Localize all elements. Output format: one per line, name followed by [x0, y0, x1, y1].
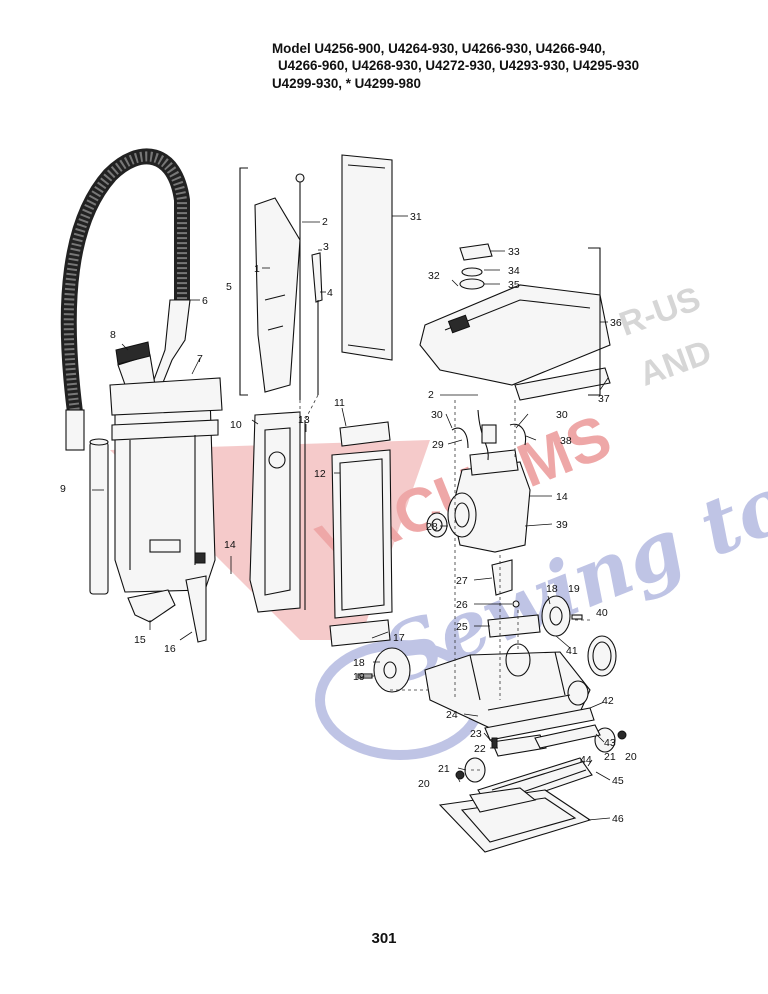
callout-2-upper: 2 — [322, 216, 328, 228]
callout-10: 10 — [230, 419, 242, 431]
callout-29: 29 — [432, 439, 444, 451]
motor-bracket-part — [487, 559, 541, 638]
callout-labels: 1 2 2 3 4 5 6 7 8 9 10 11 12 13 14 14 15… — [60, 211, 637, 825]
hood-part — [419, 243, 611, 401]
callout-23: 23 — [470, 728, 482, 740]
callout-5: 5 — [226, 281, 232, 293]
model-line-1: Model U4256-900, U4264-930, U4266-930, U… — [272, 41, 606, 56]
callout-41: 41 — [566, 645, 578, 657]
callout-8: 8 — [110, 329, 116, 341]
callout-40: 40 — [596, 607, 608, 619]
paper-bag-part — [341, 154, 393, 361]
rear-wheel-right-part — [541, 595, 583, 637]
watermark-suffix-2: AND — [634, 333, 716, 394]
watermark-suffix-1: R-US — [614, 280, 705, 344]
model-header: Model U4256-900, U4264-930, U4266-930, U… — [272, 40, 752, 92]
hose-part — [60, 148, 191, 451]
tire-part — [587, 635, 617, 677]
callout-9: 9 — [60, 483, 66, 495]
rear-cover-part — [109, 377, 223, 593]
callout-31: 31 — [410, 211, 422, 223]
callout-22: 22 — [474, 743, 486, 755]
callout-45: 45 — [612, 775, 624, 787]
assembly-guide-lines — [299, 394, 590, 771]
callout-21-right: 21 — [604, 751, 616, 763]
callout-16: 16 — [164, 643, 176, 655]
handle-assembly-part — [239, 167, 323, 400]
callout-3: 3 — [323, 241, 329, 253]
callout-30-left: 30 — [431, 409, 443, 421]
callout-42: 42 — [602, 695, 614, 707]
callout-36: 36 — [610, 317, 622, 329]
callout-7: 7 — [197, 353, 203, 365]
callout-11: 11 — [334, 397, 345, 409]
callout-38: 38 — [560, 435, 572, 447]
callout-35: 35 — [508, 279, 520, 291]
callout-20-right: 20 — [625, 751, 637, 763]
callout-34: 34 — [508, 265, 520, 277]
callout-46: 46 — [612, 813, 624, 825]
model-line-2: U4266-960, U4268-930, U4272-930, U4293-9… — [278, 58, 640, 74]
callout-39: 39 — [556, 519, 568, 531]
callout-43: 43 — [604, 737, 616, 749]
callout-18-right: 18 — [546, 583, 558, 595]
callout-19-left: 19 — [353, 671, 365, 683]
bag-housing-part — [249, 411, 306, 613]
crevice-tool-part — [185, 575, 207, 643]
page-number: 301 — [371, 930, 397, 947]
callout-2-lower: 2 — [428, 389, 434, 401]
callout-19-right: 19 — [568, 583, 580, 595]
callout-37: 37 — [598, 393, 610, 405]
callout-14-left: 14 — [224, 539, 236, 551]
callout-30-right: 30 — [556, 409, 568, 421]
callout-4: 4 — [327, 287, 333, 299]
extension-wand-part — [89, 438, 109, 595]
callout-28: 28 — [426, 521, 438, 533]
bottom-plate-part — [438, 787, 592, 853]
callout-25: 25 — [456, 621, 468, 633]
model-line-3: U4299-930, * U4299-980 — [272, 75, 421, 91]
callout-26: 26 — [456, 599, 468, 611]
leader-lines — [92, 215, 611, 821]
upholstery-tool-part — [127, 589, 176, 623]
callout-1: 1 — [254, 263, 260, 275]
callout-24: 24 — [446, 709, 458, 721]
callout-18-left: 18 — [353, 657, 365, 669]
callout-27: 27 — [456, 575, 468, 587]
callout-32: 32 — [428, 270, 440, 282]
callout-44: 44 — [580, 754, 592, 766]
callout-6: 6 — [202, 295, 208, 307]
callout-14-right: 14 — [556, 491, 568, 503]
hose-end-cuff — [65, 409, 85, 451]
callout-13: 13 — [298, 414, 310, 426]
filter-frame-part — [329, 421, 393, 647]
fan-ring-part — [426, 512, 448, 538]
callout-15: 15 — [134, 634, 146, 646]
callout-33: 33 — [508, 246, 520, 258]
nozzle-base-part — [424, 643, 595, 741]
callout-21-left: 21 — [438, 763, 450, 775]
motor-housing-part — [447, 409, 531, 553]
belt-guard-part — [491, 724, 601, 757]
callout-17: 17 — [393, 632, 405, 644]
hose-wand-end — [151, 299, 191, 391]
callout-20-left: 20 — [418, 778, 430, 790]
callout-12: 12 — [314, 468, 326, 480]
